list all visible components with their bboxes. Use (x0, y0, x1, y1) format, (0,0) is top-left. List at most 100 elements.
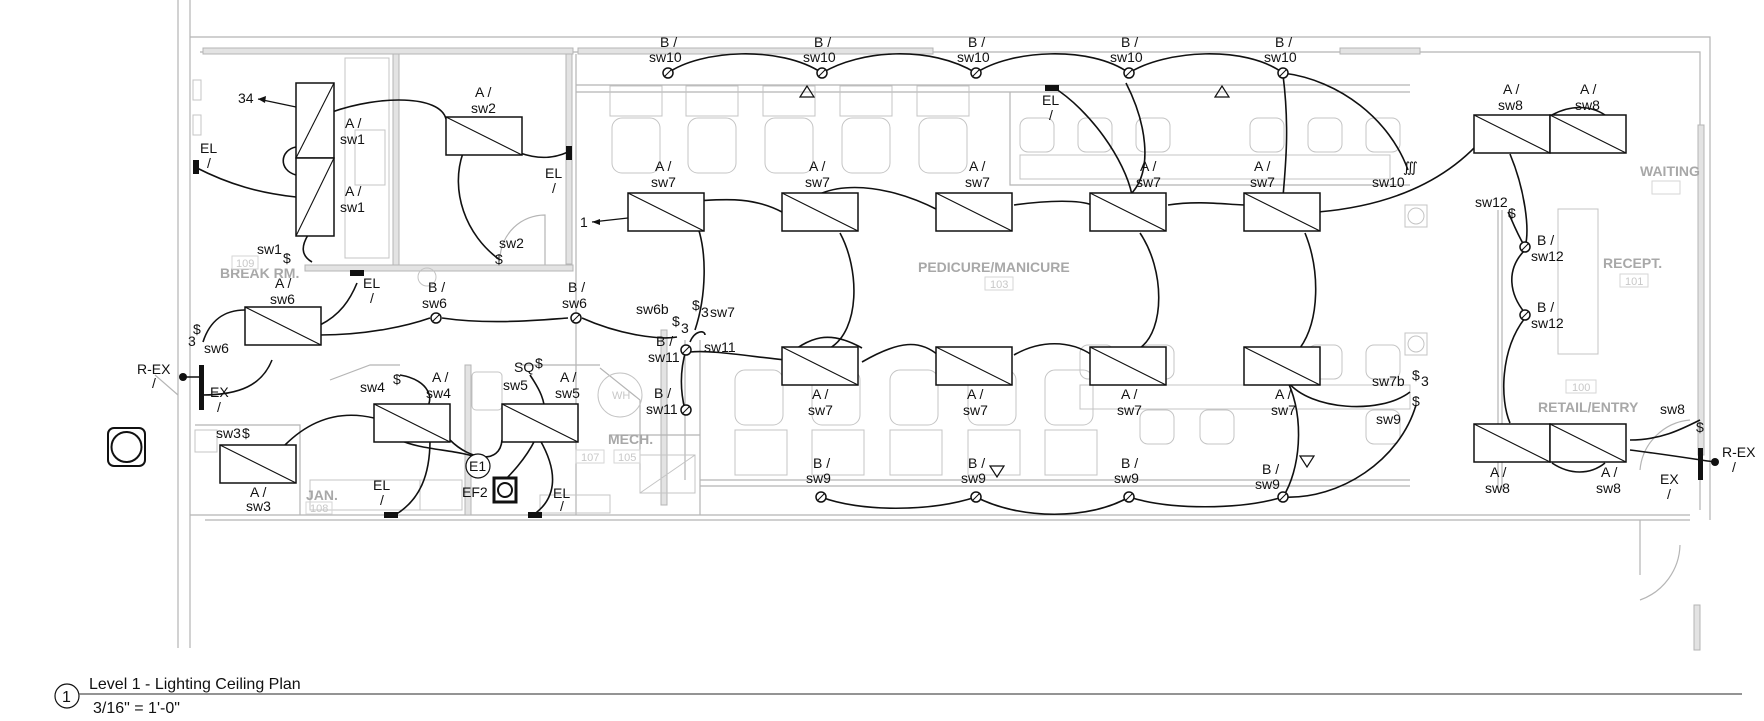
rear-door (154, 374, 179, 396)
keynote-34: 34 (238, 90, 254, 106)
switch-label-sw7b: sw7b (1372, 373, 1405, 389)
switch-label-sw12: sw12 (1475, 194, 1508, 210)
chair-back (811, 429, 865, 476)
tag-a-sw7: A / (1275, 386, 1291, 402)
downlight-b-sw9 (815, 491, 827, 503)
emergency-light (566, 146, 572, 160)
wire (1509, 153, 1528, 248)
switch-symbol: $ (1508, 205, 1516, 221)
sensor-triangle (798, 84, 816, 98)
wire (821, 53, 977, 74)
switch-label-sw10: sw10 (1372, 174, 1405, 190)
tag-a-sw7: sw7 (651, 174, 676, 190)
wire (1502, 317, 1526, 424)
counter (309, 479, 421, 511)
stool (1019, 117, 1055, 153)
floor-box (1404, 332, 1428, 356)
switch-label-sw2: sw2 (499, 235, 524, 251)
three-way-marker: 3 (188, 333, 196, 349)
tag-el-slash: / (370, 290, 374, 306)
sink (354, 129, 386, 186)
partition-wall (660, 329, 668, 506)
room-number-restroom: 107 (581, 452, 599, 464)
room-name-pedicure-manicure: PEDICURE/MANICURE (918, 259, 1070, 275)
ef2-label: EF2 (462, 484, 488, 500)
chair-back (839, 85, 893, 117)
tag-a-sw7: sw7 (1136, 174, 1161, 190)
troffer-fixture (219, 444, 297, 484)
manicure-table (1019, 154, 1391, 180)
room-name-jan: JAN. (306, 487, 338, 503)
wire (519, 151, 569, 159)
tag-el: EL (545, 165, 562, 181)
wire (1282, 74, 1288, 198)
tag-a-sw7: sw7 (1271, 402, 1296, 418)
pedicure-chair (918, 117, 968, 174)
wire (1287, 381, 1411, 408)
downlight-b-sw6 (570, 312, 582, 324)
wire (689, 331, 706, 343)
tag-a-sw7: A / (655, 158, 671, 174)
tag-b-sw10: B / (660, 34, 677, 50)
wire (1128, 53, 1284, 74)
reception-desk (1557, 208, 1599, 355)
wire (394, 439, 431, 516)
downlight-b-sw10 (1277, 67, 1289, 79)
tag-a-sw1: A / (345, 115, 361, 131)
emergency-light (384, 512, 398, 518)
tag-b-sw11: B / (656, 333, 673, 349)
sensor-triangle (1213, 84, 1231, 98)
room-name-mech: MECH. (608, 431, 653, 447)
tag-b-sw10: B / (1121, 34, 1138, 50)
tag-a-sw7: sw7 (808, 402, 833, 418)
tag-a-sw6: sw6 (270, 291, 295, 307)
switch-symbol: $ (1412, 367, 1420, 383)
tag-a-sw7: A / (809, 158, 825, 174)
tag-b-sw9: sw9 (1255, 476, 1280, 492)
room-tag-box (575, 449, 605, 464)
downlight-b-sw10 (970, 67, 982, 79)
room-tag-box (305, 501, 333, 515)
wire (1139, 232, 1160, 349)
tag-el: EL (363, 275, 380, 291)
tag-b-sw9: sw9 (1114, 470, 1139, 486)
switch-symbol: $ (672, 313, 680, 329)
wire (1125, 82, 1146, 196)
troffer-fixture (1549, 423, 1627, 463)
break-room-fixtures (192, 57, 437, 287)
stool (1135, 117, 1171, 153)
top-wall-segment (202, 47, 574, 55)
switch-label-sw8: sw8 (1660, 401, 1685, 417)
stool (1365, 344, 1401, 380)
downlight-b-sw11 (680, 344, 692, 356)
view-number-bubble (54, 683, 80, 709)
stool (1365, 117, 1401, 153)
tag-b-sw11: sw11 (648, 349, 680, 365)
room-number-recept: 101 (1625, 276, 1643, 288)
troffer-fixture (781, 346, 859, 386)
top-frame (190, 36, 1711, 520)
tag-b-sw10: sw10 (1264, 49, 1297, 65)
exhaust-fan-e1: E1 (465, 453, 491, 479)
tag-b-sw9: B / (1121, 455, 1138, 471)
troffer-fixture (244, 306, 322, 346)
room-number-pedicure-manicure: 103 (990, 279, 1008, 291)
wire (689, 350, 786, 361)
tag-el: EL (373, 477, 390, 493)
tag-el-slash: / (560, 498, 564, 514)
water-heater-label: WH (612, 390, 630, 402)
lavatory (471, 371, 503, 411)
troffer-fixture (1549, 114, 1627, 154)
pedicure-chair (841, 117, 891, 174)
tag-ex: EX (210, 384, 229, 400)
wire (319, 317, 431, 336)
wire (194, 166, 297, 198)
room-tag-box (613, 449, 641, 464)
tag-a-sw7: sw7 (1250, 174, 1275, 190)
tag-a-sw8: sw8 (1596, 480, 1621, 496)
room-name-retail-entry: RETAIL/ENTRY (1538, 399, 1639, 415)
tag-b-sw9: B / (1262, 461, 1279, 477)
floor-box-circle (1407, 335, 1425, 353)
tag-ex: EX (1660, 471, 1679, 487)
room-name-waiting: WAITING (1640, 163, 1700, 179)
